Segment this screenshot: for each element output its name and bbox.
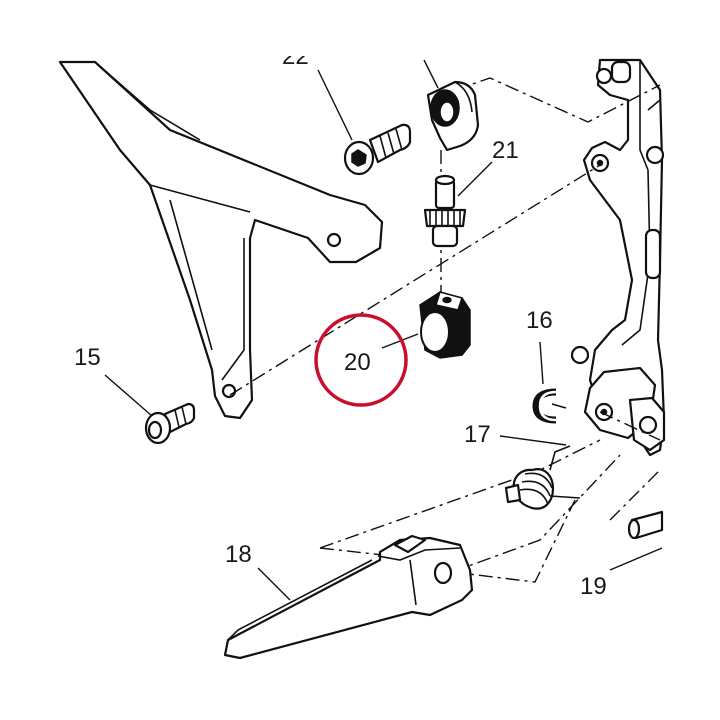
bolt-part-22 (343, 123, 412, 176)
lever-pivot-hole (433, 561, 453, 585)
pin-part-21 (423, 174, 467, 248)
callout-19: 19 (580, 573, 607, 600)
bracket-hole-bottom (221, 383, 237, 399)
pin-part-19 (627, 510, 664, 540)
spring-part-17 (504, 445, 581, 510)
lever-part-18 (223, 534, 474, 660)
callout-17: 17 (464, 421, 491, 448)
callout-20: 20 (344, 349, 371, 376)
callout-18: 18 (225, 541, 252, 568)
frame-hole-upper (595, 67, 613, 85)
circlip-part-16 (532, 388, 567, 424)
crop-mask-top (0, 0, 720, 56)
frame-plate (570, 58, 666, 457)
highlight-circle (314, 313, 408, 407)
clamp-part-20 (419, 291, 471, 359)
footrest-bracket (58, 60, 384, 420)
callout-15: 15 (74, 344, 101, 371)
bolt-part-15 (144, 402, 196, 445)
bracket-hole-top (326, 232, 342, 248)
callout-21: 21 (492, 137, 519, 164)
callout-labels: 22 21 16 15 20 17 18 19 (74, 43, 607, 600)
callout-16: 16 (526, 307, 553, 334)
clamp-upper (426, 80, 480, 152)
